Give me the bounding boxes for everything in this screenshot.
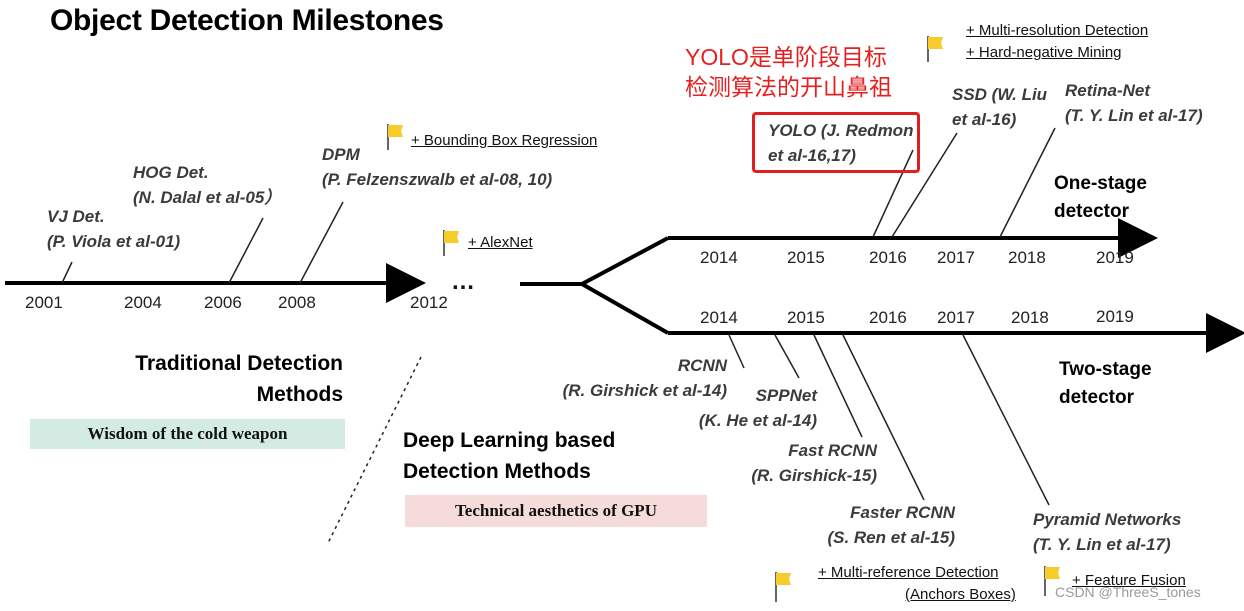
method-name: Faster RCNN (850, 503, 955, 522)
method-author: (R. Girshick et al-14) (562, 381, 727, 400)
flag-icon (443, 230, 459, 256)
year-label: 2014 (700, 248, 738, 267)
flag-icon (927, 36, 943, 62)
year-label: 2017 (937, 248, 975, 267)
method-name: Fast RCNN (788, 441, 877, 460)
branch-up (581, 236, 669, 286)
method-sppnet: SPPNet (K. He et al-14) (690, 383, 817, 433)
yolo-highlight-box (752, 112, 920, 173)
method-rcnn: RCNN (R. Girshick et al-14) (552, 353, 727, 403)
year-label: 2015 (787, 248, 825, 267)
page-title: Object Detection Milestones (50, 4, 444, 37)
year-label: 2012 (410, 293, 448, 312)
label-line: Two-stage (1059, 359, 1152, 380)
year-label: 2019 (1096, 307, 1134, 326)
deep-learning-category: Deep Learning based Detection Methods (403, 425, 615, 487)
year-label: 2016 (869, 248, 907, 267)
faster-rcnn-connector (842, 334, 925, 501)
method-author: et al-16) (952, 110, 1017, 129)
method-author: et al-16,17) (768, 146, 856, 165)
traditional-tag: Wisdom of the cold weapon (30, 419, 345, 449)
method-name: VJ Det. (47, 207, 105, 226)
flag-icon (387, 124, 403, 150)
year-label: 2001 (25, 293, 63, 312)
category-line: Traditional Detection (135, 352, 343, 375)
fpn-connector (962, 334, 1050, 506)
category-line: Detection Methods (403, 460, 591, 483)
method-retina-net: Retina-Net (T. Y. Lin et al-17) (1065, 78, 1203, 128)
method-vj: VJ Det. (P. Viola et al-01) (47, 204, 180, 254)
annotation-bbox-regression: + Bounding Box Regression (411, 132, 598, 149)
method-author: (N. Dalal et al-05） (133, 188, 282, 207)
method-author: (R. Girshick-15) (751, 466, 877, 485)
label-line: detector (1059, 387, 1134, 408)
method-name: HOG Det. (133, 163, 209, 182)
category-line: Methods (256, 383, 343, 406)
yolo-note: YOLO是单阶段目标 检测算法的开山鼻祖 (685, 42, 892, 102)
fast-rcnn-connector (813, 334, 863, 438)
yolo-note-line: YOLO是单阶段目标 (685, 44, 887, 70)
method-author: (T. Y. Lin et al-17) (1033, 535, 1171, 554)
flag-icon (775, 572, 791, 602)
method-faster-rcnn: Faster RCNN (S. Ren et al-15) (820, 500, 955, 550)
ssd-connector (891, 132, 958, 238)
method-name: DPM (322, 145, 360, 164)
branch-down (581, 282, 669, 335)
one-stage-label: One-stage detector (1054, 170, 1147, 226)
method-fast-rcnn: Fast RCNN (R. Girshick-15) (747, 438, 877, 488)
annotation-alexnet: + AlexNet (468, 234, 533, 251)
method-author: (S. Ren et al-15) (827, 528, 955, 547)
two-stage-label: Two-stage detector (1059, 356, 1152, 412)
watermark: CSDN @ThreeS_tones (1055, 584, 1201, 600)
year-label: 2018 (1008, 248, 1046, 267)
method-dpm: DPM (P. Felzenszwalb et al-08, 10) (322, 142, 552, 192)
ellipsis: … (451, 268, 476, 295)
retina-connector (999, 127, 1056, 238)
vj-connector (61, 261, 73, 284)
year-label: 2018 (1011, 308, 1049, 327)
method-pyramid-networks: Pyramid Networks (T. Y. Lin et al-17) (1033, 507, 1181, 557)
annotation-hard-negative: + Hard-negative Mining (966, 44, 1122, 61)
sppnet-connector (774, 334, 800, 379)
method-yolo: YOLO (J. Redmon et al-16,17) (768, 118, 913, 168)
annotation-multi-resolution: + Multi-resolution Detection (966, 22, 1149, 39)
method-author: (P. Felzenszwalb et al-08, 10) (322, 170, 553, 189)
yolo-connector (872, 149, 914, 238)
method-name: SSD (W. Liu (952, 85, 1048, 104)
method-name: YOLO (J. Redmon (768, 121, 914, 140)
year-label: 2014 (700, 308, 738, 327)
year-label: 2015 (787, 308, 825, 327)
method-name: Retina-Net (1065, 81, 1151, 100)
method-author: (K. He et al-14) (698, 411, 817, 430)
flag-icon (1044, 566, 1060, 596)
hog-connector (228, 217, 264, 284)
year-label: 2006 (204, 293, 242, 312)
year-label: 2019 (1096, 248, 1134, 267)
method-ssd: SSD (W. Liu et al-16) (952, 82, 1047, 132)
dpm-connector (299, 201, 344, 284)
traditional-category: Traditional Detection Methods (90, 348, 343, 410)
method-name: Pyramid Networks (1033, 510, 1182, 529)
year-label: 2017 (937, 308, 975, 327)
year-label: 2008 (278, 293, 316, 312)
deep-learning-tag: Technical aesthetics of GPU (405, 495, 707, 527)
method-author: (T. Y. Lin et al-17) (1065, 106, 1203, 125)
method-author: (P. Viola et al-01) (47, 232, 181, 251)
annotation-multi-reference: + Multi-reference Detection (818, 564, 999, 581)
category-line: Deep Learning based (403, 429, 616, 452)
label-line: detector (1054, 201, 1129, 222)
method-name: RCNN (677, 356, 727, 375)
annotation-anchors: (Anchors Boxes) (905, 586, 1016, 603)
method-name: SPPNet (755, 386, 817, 405)
year-label: 2004 (124, 293, 162, 312)
year-label: 2016 (869, 308, 907, 327)
label-line: One-stage (1054, 173, 1147, 194)
annotation-feature-fusion: + Feature Fusion (1072, 572, 1186, 589)
rcnn-connector (728, 334, 745, 369)
yolo-note-line: 检测算法的开山鼻祖 (685, 74, 892, 100)
method-hog: HOG Det. (N. Dalal et al-05） (133, 160, 281, 210)
